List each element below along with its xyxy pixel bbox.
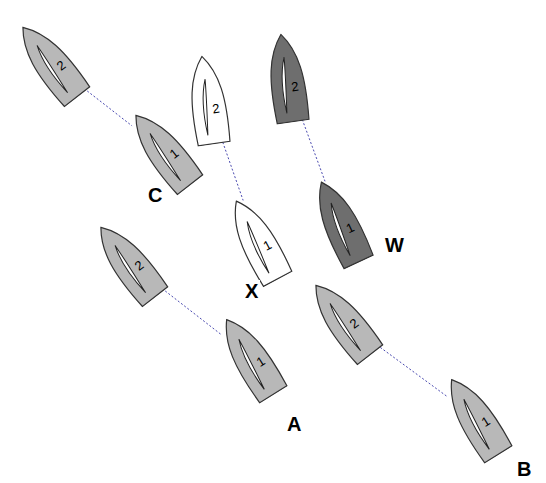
track-line — [159, 286, 222, 335]
boat-hull: 2 — [300, 272, 387, 368]
boat-hull: 1 — [209, 308, 291, 406]
hull-outline — [218, 191, 296, 289]
track-line — [221, 138, 243, 200]
hull-outline — [300, 272, 387, 368]
boat-hull: 1 — [303, 173, 377, 271]
boat-hull: 1 — [218, 191, 296, 289]
boat-hull: 1 — [434, 368, 516, 466]
boat-letter: B — [515, 458, 533, 480]
track-line — [301, 116, 325, 182]
hull-outline — [7, 14, 94, 110]
boat-letter: W — [383, 234, 406, 256]
boat-hull: 2 — [85, 214, 172, 310]
track-line — [374, 343, 447, 397]
hull-outline — [303, 173, 377, 271]
hull-outline — [85, 214, 172, 310]
boat-hull: 2 — [182, 53, 234, 148]
hull-outline — [182, 53, 234, 148]
boat-hull: 2 — [261, 31, 313, 126]
boat-hull: 2 — [7, 14, 94, 110]
boat-letter: A — [285, 413, 303, 435]
hull-outline — [434, 368, 516, 466]
boat-letter: X — [243, 280, 260, 302]
boat-letter: C — [146, 184, 164, 206]
track-line — [81, 86, 132, 126]
hull-outline — [261, 31, 313, 126]
hull-outline — [209, 308, 291, 406]
